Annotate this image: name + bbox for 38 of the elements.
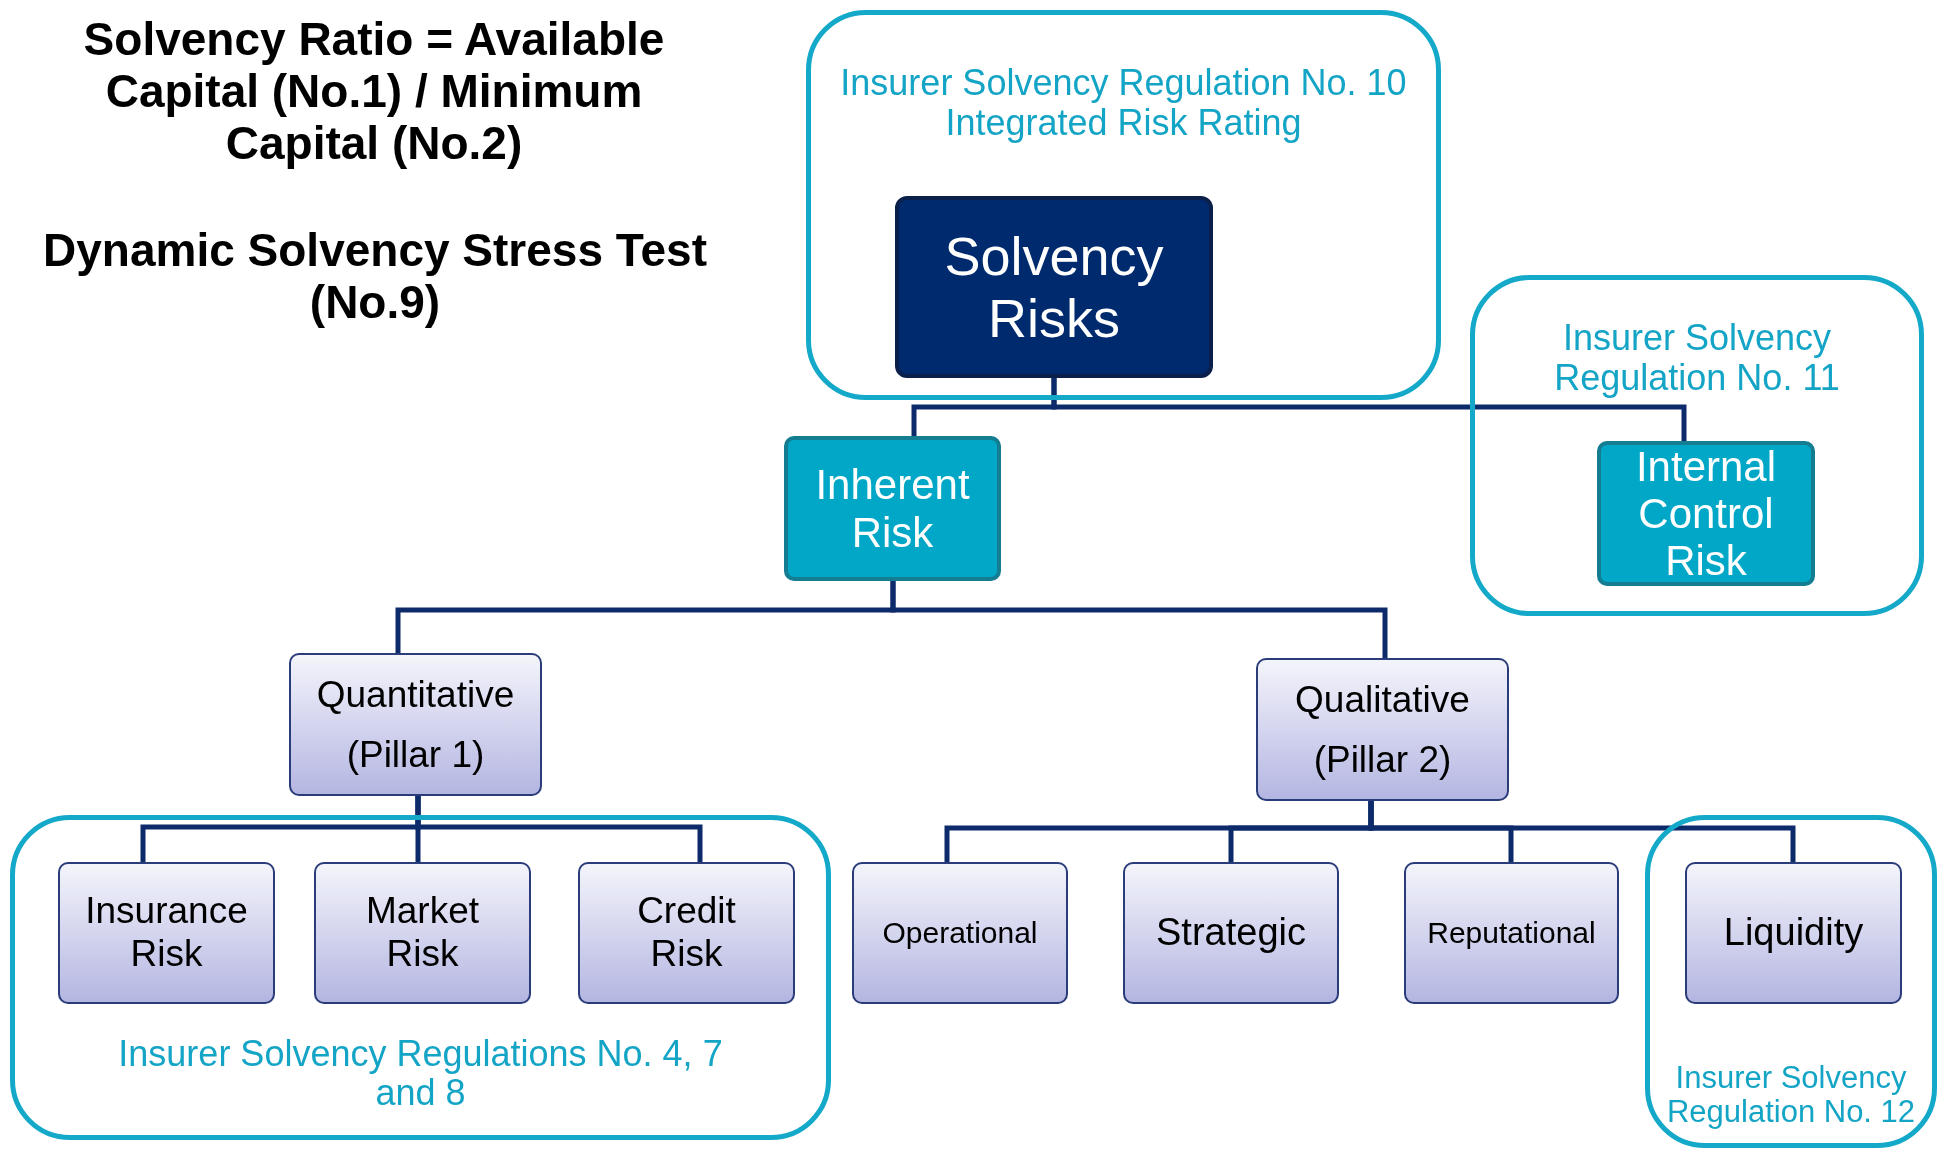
risk-box [1685, 862, 1902, 1004]
node-label: Market Risk [364, 890, 481, 976]
region-outline [1470, 275, 1924, 616]
risk-box [289, 653, 542, 796]
risk-box [1123, 862, 1339, 1004]
region-outline [1645, 815, 1937, 1148]
connector-line [1051, 378, 1687, 441]
formula-text: Solvency Ratio = Available Capital (No.1) / Minimum Capital (No.2) [82, 14, 666, 170]
node-label: Qualitative (Pillar 2) [1294, 678, 1471, 782]
node-label: Strategic [1156, 911, 1306, 955]
category-box [1597, 441, 1815, 586]
regulation-label: Insurer Solvency Regulation No. 10 Integrated Risk Rating [839, 63, 1408, 143]
connector-line [890, 581, 1388, 658]
node-label: Insurance Risk [85, 890, 248, 976]
root-box [895, 196, 1213, 378]
risk-box [852, 862, 1068, 1004]
connector-line [415, 796, 703, 862]
regulation-label: Insurer Solvency Regulation No. 12 [1665, 1060, 1917, 1129]
risk-box [1404, 862, 1619, 1004]
node-label: Quantitative (Pillar 1) [315, 673, 516, 777]
node-label: Solvency Risks [943, 224, 1165, 350]
regulation-label: Insurer Solvency Regulation No. 11 [1553, 318, 1841, 398]
risk-box [578, 862, 795, 1004]
node-label: Reputational [1427, 915, 1596, 951]
connector-line [1368, 801, 1796, 862]
node-label: Internal Control Risk [1634, 442, 1778, 585]
formula-text: Dynamic Solvency Stress Test (No.9) [42, 225, 708, 329]
regulation-label: Insurer Solvency Regulations No. 4, 7 and 8 [117, 1033, 724, 1113]
node-label: Operational [882, 915, 1038, 951]
node-label: Credit Risk [636, 890, 737, 976]
region-outline [10, 815, 831, 1140]
node-label: Liquidity [1723, 911, 1864, 955]
risk-box [1256, 658, 1509, 801]
risk-box [58, 862, 275, 1004]
category-box [784, 436, 1001, 581]
node-label: Inherent Risk [814, 461, 971, 556]
region-outline [806, 10, 1441, 400]
risk-box [314, 862, 531, 1004]
